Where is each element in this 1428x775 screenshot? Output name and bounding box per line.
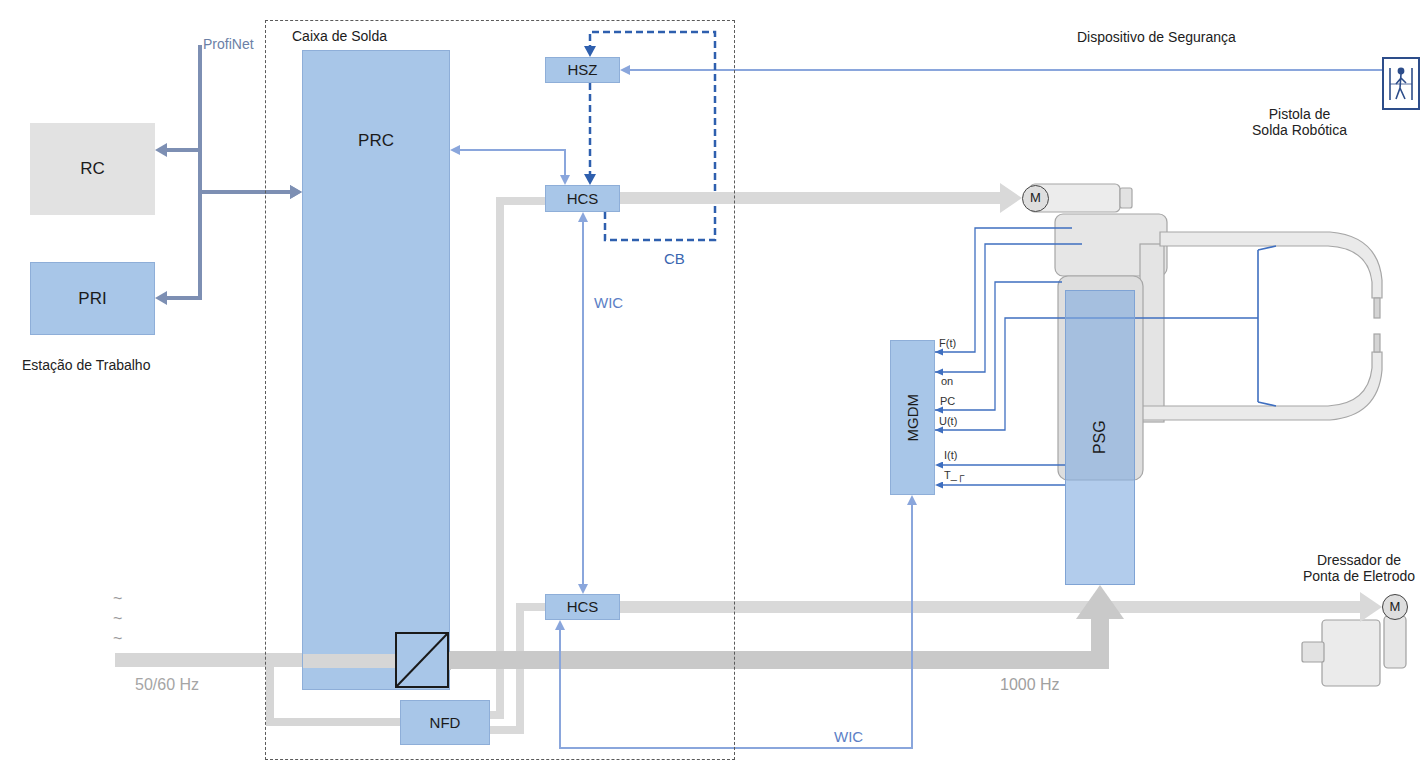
node-label: MGDM: [904, 394, 921, 442]
edge-label: I(t): [942, 449, 959, 462]
bus-name: ProfiNet: [203, 36, 254, 52]
part-name: Pistola de Solda Robótica: [1250, 106, 1349, 138]
dresser-cutter: [1302, 642, 1324, 662]
node-label: RC: [80, 159, 105, 179]
group-label: Estação de Trabalho: [22, 357, 150, 373]
module-box: NFD: [400, 700, 490, 745]
dresser-motor: [1384, 616, 1406, 668]
blue-connector: [582, 222, 584, 584]
safety-pictogram: [1390, 68, 1412, 100]
upper-arm: [1160, 232, 1382, 298]
converter-diagonal: [396, 633, 448, 687]
safety-device: Dispositivo de Segurança: [1382, 57, 1420, 110]
monitor-box: MGDM: [890, 340, 935, 495]
main-connector: [450, 619, 1100, 660]
node-label: HCS: [567, 598, 599, 615]
blue-connector: [460, 150, 565, 175]
electrode: [1374, 334, 1380, 352]
interface-box: PRI: [30, 262, 155, 335]
signal-wire: [935, 244, 1082, 372]
lower-arm: [1140, 352, 1382, 420]
dresser-body: [1322, 620, 1380, 686]
device-label: Dispositivo de Segurança: [1077, 29, 1236, 45]
band-connector: [620, 192, 1000, 204]
band-connector: [620, 601, 1360, 613]
ac-symbol: ~: [113, 590, 122, 608]
signal-wire: [935, 282, 1062, 410]
frequency-label: 1000 Hz: [1000, 676, 1060, 694]
bus-connector: [167, 192, 290, 298]
node-label: PSG: [1091, 421, 1109, 455]
module-box: HSZ: [545, 57, 620, 83]
person-body: [1396, 74, 1406, 99]
part-name: Dressador de Ponta de Eletrodo: [1300, 552, 1418, 584]
signal-name: U(t): [939, 415, 957, 428]
motor-circle: M: [1022, 185, 1049, 212]
edge-label: T_┌: [942, 469, 967, 482]
person-head: [1398, 68, 1403, 73]
process-box: PRC: [302, 50, 450, 690]
converter-box: [396, 633, 448, 687]
ac-symbol: ~: [113, 630, 122, 648]
node-label: HCS: [567, 190, 599, 207]
cabinet-frame: Caixa de SoldaPRC HSZ HCS HCS NFD: [265, 20, 735, 760]
dash-connector: [589, 83, 592, 174]
node-label: M: [1390, 600, 1401, 615]
blue-connector: [630, 69, 1382, 71]
module-box: HCS: [545, 185, 620, 212]
node-label: M: [1030, 191, 1041, 206]
signal-name: on: [941, 375, 953, 388]
module-box: HCS: [545, 594, 620, 620]
mains-line: [303, 654, 396, 668]
node-label: NFD: [430, 714, 461, 731]
motor-cap: [1120, 188, 1132, 208]
node-label: PRI: [78, 289, 106, 309]
signal-name: F(t): [939, 337, 956, 350]
transformer-box: PSG: [1065, 290, 1135, 585]
motor-circle: M: [1382, 594, 1408, 620]
bus-connector: [167, 150, 290, 192]
tip-dresser: [1302, 616, 1406, 686]
bracket: [1245, 246, 1276, 406]
edge-label: WIC: [832, 728, 865, 745]
sig-connector: [943, 464, 1065, 465]
sig-connector: [943, 484, 1065, 485]
electrode: [1374, 298, 1380, 318]
node-label: Caixa de Solda: [292, 28, 387, 44]
loop-label: CB: [664, 250, 685, 267]
edge-label: WIC: [592, 294, 625, 311]
frequency-label: 50/60 Hz: [135, 676, 199, 694]
signal-name: PC: [940, 395, 955, 408]
ac-symbol: ~: [113, 610, 122, 628]
node-label: PRC: [358, 131, 394, 151]
signal-wire: [935, 228, 1072, 352]
controller-box: RC: [30, 123, 155, 215]
node-label: HSZ: [568, 61, 598, 78]
blue-connector: [560, 505, 912, 748]
